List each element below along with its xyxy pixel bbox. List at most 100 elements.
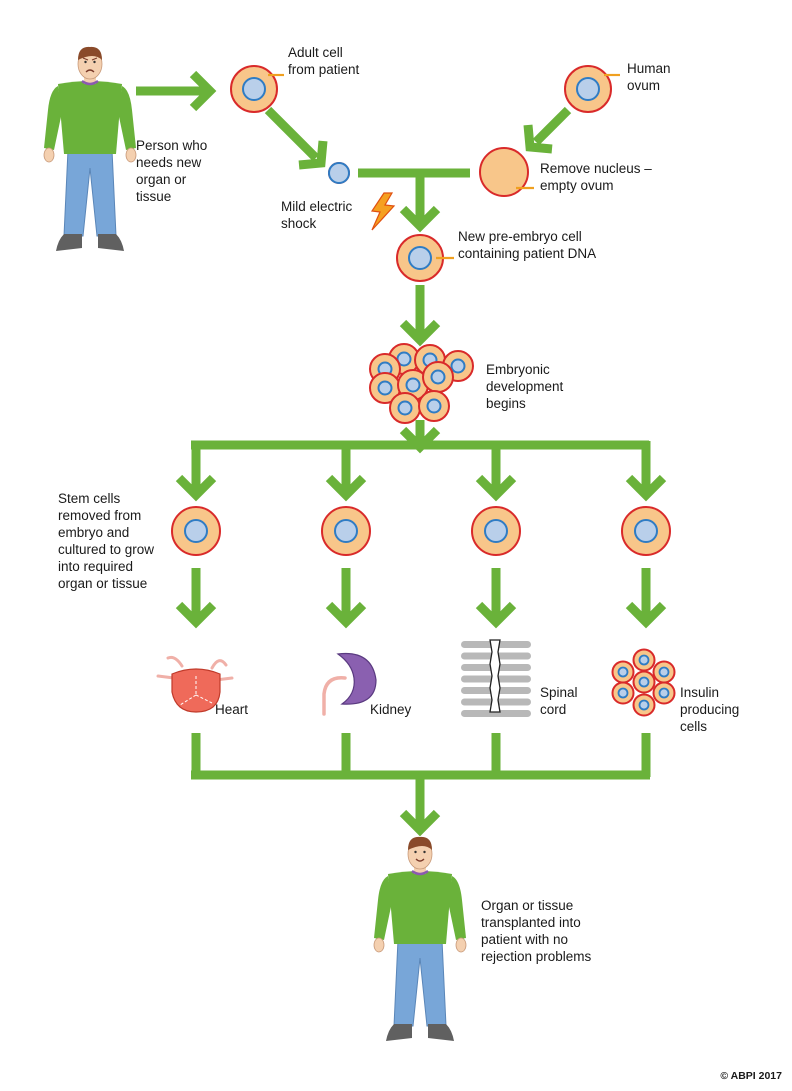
label-line: Stem cells bbox=[58, 491, 121, 506]
insulin-nucleus bbox=[638, 676, 650, 688]
arrow-head bbox=[325, 601, 367, 629]
shoe-left bbox=[386, 1024, 412, 1041]
cell-nucleus bbox=[334, 519, 358, 543]
spinal-cord-icon bbox=[461, 639, 531, 717]
label-line: embryo and bbox=[58, 525, 130, 540]
arrow-stem-4 bbox=[625, 568, 667, 629]
arrow-branch-4 bbox=[625, 441, 667, 502]
label-line: empty ovum bbox=[540, 178, 614, 193]
arrow-branch-3 bbox=[475, 441, 517, 502]
embryo-nucleus bbox=[426, 398, 442, 414]
label-line: Mild electric bbox=[281, 199, 353, 214]
arrow-head bbox=[399, 319, 441, 347]
label-line: Embryonic bbox=[486, 362, 550, 377]
arrow-head bbox=[175, 601, 217, 629]
arrow-head bbox=[475, 601, 517, 629]
arm-left bbox=[44, 86, 62, 150]
label-line: begins bbox=[486, 396, 526, 411]
label-line: producing bbox=[680, 702, 740, 717]
lightning-bolt-icon bbox=[370, 192, 396, 231]
insulin-nucleus bbox=[638, 699, 650, 711]
arrow-head bbox=[399, 809, 441, 837]
shoe-left bbox=[56, 234, 82, 251]
cell-nucleus bbox=[408, 246, 432, 270]
eye-left bbox=[414, 850, 417, 854]
hand-right bbox=[125, 147, 137, 163]
eye-left bbox=[84, 60, 87, 64]
cell-nucleus bbox=[576, 77, 600, 101]
label-line: patient with no bbox=[481, 932, 569, 947]
arrow-head-diag-left bbox=[298, 140, 328, 170]
label-line: organ or bbox=[136, 172, 187, 187]
label-line: Heart bbox=[215, 702, 249, 717]
label-line: tissue bbox=[136, 189, 172, 204]
mouth-smile bbox=[415, 858, 425, 862]
stem-cell-1 bbox=[171, 506, 221, 556]
stem-cell-3 bbox=[471, 506, 521, 556]
arm-left bbox=[374, 876, 392, 940]
heart-icon bbox=[156, 655, 234, 713]
arrow-head bbox=[625, 601, 667, 629]
arm-right bbox=[448, 876, 466, 940]
label-line: Human bbox=[627, 61, 671, 76]
embryo-cluster bbox=[369, 343, 474, 424]
insulin-nucleus bbox=[658, 687, 670, 699]
label-line: from patient bbox=[288, 62, 360, 77]
person-icon bbox=[43, 46, 137, 251]
label-embryonic: Embryonic development begins bbox=[486, 361, 563, 412]
arrow-to-patient bbox=[399, 771, 441, 837]
label-line: transplanted into bbox=[481, 915, 581, 930]
label-kidney: Kidney bbox=[370, 701, 411, 718]
label-line: into required bbox=[58, 559, 134, 574]
label-line: rejection problems bbox=[481, 949, 592, 964]
insulin-nucleus bbox=[617, 687, 629, 699]
label-line: Spinal bbox=[540, 685, 578, 700]
arrow-head bbox=[399, 205, 441, 233]
arrow-stem-1 bbox=[175, 568, 217, 629]
arrow-stem-3 bbox=[475, 568, 517, 629]
arrow-head bbox=[325, 474, 367, 502]
eyebrows bbox=[82, 57, 98, 61]
embryo-nucleus bbox=[397, 400, 413, 416]
label-transplant: Organ or tissue transplanted into patient … bbox=[481, 897, 591, 965]
embryo-nucleus bbox=[405, 377, 421, 393]
label-line: Kidney bbox=[370, 702, 412, 717]
embryo-nucleus bbox=[396, 351, 412, 367]
embryo-nucleus bbox=[430, 369, 446, 385]
eye-right bbox=[423, 850, 426, 854]
mouth-sad bbox=[85, 69, 95, 73]
cell-nucleus bbox=[484, 519, 508, 543]
embryo-nucleus bbox=[450, 358, 466, 374]
neck bbox=[414, 866, 426, 874]
embryo-nucleus bbox=[377, 380, 393, 396]
ureter bbox=[322, 676, 347, 716]
label-remove-nucleus: Remove nucleus –empty ovum bbox=[540, 160, 652, 194]
heart-chambers bbox=[179, 676, 213, 706]
arm-right bbox=[118, 86, 136, 150]
label-line: removed from bbox=[58, 508, 142, 523]
cell-nucleus bbox=[242, 77, 266, 101]
arrow-head-diag-right bbox=[523, 124, 553, 154]
arrow-head-person bbox=[189, 70, 217, 112]
label-line: cord bbox=[540, 702, 567, 717]
eye-right bbox=[93, 60, 96, 64]
cell-nucleus bbox=[184, 519, 208, 543]
label-line: ovum bbox=[627, 78, 661, 93]
heart-body bbox=[171, 668, 221, 713]
label-heart: Heart bbox=[215, 701, 248, 718]
arrow-head bbox=[625, 474, 667, 502]
arrow-merge-down bbox=[399, 173, 441, 233]
human-ovum bbox=[564, 65, 612, 113]
label-line: Organ or tissue bbox=[481, 898, 574, 913]
label-human-ovum: Human ovum bbox=[627, 60, 671, 94]
copyright: © ABPI 2017 bbox=[720, 1070, 782, 1082]
insulin-cells-icon bbox=[611, 648, 676, 717]
hair bbox=[408, 836, 432, 850]
cell-nucleus bbox=[634, 519, 658, 543]
label-line: development bbox=[486, 379, 564, 394]
hand-left bbox=[373, 937, 385, 953]
